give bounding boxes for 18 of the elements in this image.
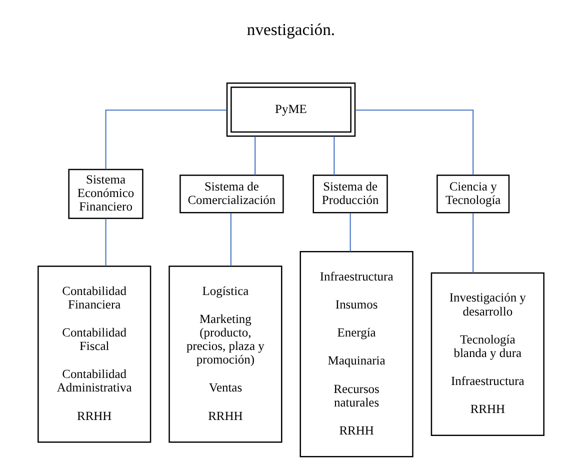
node-box: Ciencia y Tecnología: [436, 174, 510, 214]
node-box: Contabilidad Financiera Contabilidad Fiscal Contabilidad Administrativa RRHH: [37, 266, 151, 443]
connector: [254, 136, 256, 176]
node-box: Investigación y desarrollo Tecnología blanda y dura Infraestructura RRHH: [430, 272, 544, 436]
node-box: Sistema Económico Financiero: [68, 168, 143, 219]
connector: [333, 136, 334, 176]
node-box: Infraestructura Insumos Energía Maquinaria Recursos naturales RRHH: [299, 251, 413, 458]
connector: [472, 212, 474, 273]
node-box: PyME: [226, 82, 356, 137]
label: nvestigación.: [246, 20, 335, 40]
connector: [354, 110, 474, 175]
node-box: Sistema de Producción: [312, 174, 388, 214]
connector: [349, 212, 350, 252]
node-box: Logística Marketing (producto, precios, plaza y promoción) Ventas RRHH: [168, 266, 282, 443]
connector: [230, 212, 231, 266]
node-box: Sistema de Comercialización: [179, 174, 284, 214]
connector: [104, 110, 226, 170]
connector: [104, 218, 106, 266]
